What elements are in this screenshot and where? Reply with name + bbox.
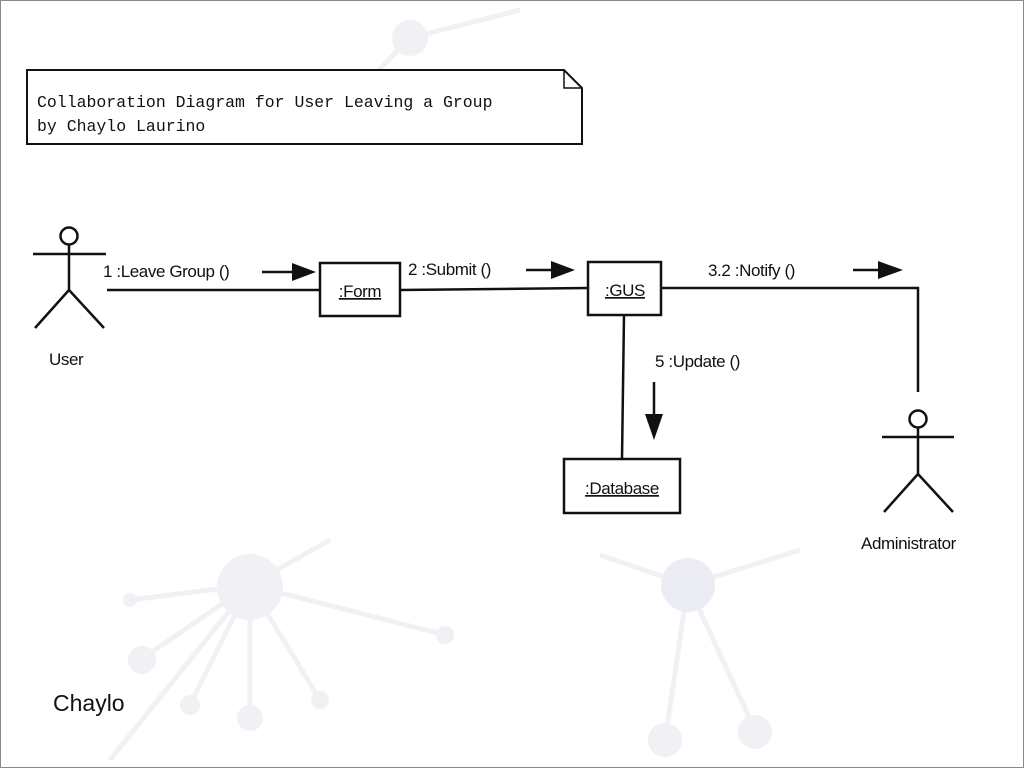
object-form: :Form (318, 261, 402, 318)
message-leave-group: 1 :Leave Group () (103, 262, 316, 281)
link-form-gus (399, 286, 589, 292)
object-database: :Database (562, 457, 682, 515)
message-update: 5 :Update () (645, 352, 740, 440)
object-database-label: :Database (585, 479, 659, 498)
message-submit: 2 :Submit () (408, 260, 575, 279)
actor-administrator (882, 409, 954, 513)
object-gus-box (586, 260, 663, 317)
actor-user-left-leg (34, 289, 70, 329)
footer-author-name: Chaylo (53, 690, 125, 716)
link-gus-database (620, 314, 626, 460)
actor-user-label: User (49, 350, 84, 369)
actor-admin-left-leg (883, 473, 919, 513)
note-fold-corner (563, 70, 582, 89)
note-title-line: Collaboration Diagram for User Leaving a… (37, 93, 492, 112)
actor-admin-right-leg (917, 473, 954, 513)
message-leave-group-label: 1 :Leave Group () (103, 262, 229, 281)
message-update-label: 5 :Update () (655, 352, 740, 371)
object-database-box (562, 457, 682, 515)
actor-user (33, 226, 106, 329)
message-leave-group-arrowhead (292, 263, 316, 281)
message-update-arrowhead (645, 414, 663, 440)
object-form-label: :Form (339, 282, 382, 301)
object-form-box (318, 261, 402, 318)
actor-administrator-label: Administrator (861, 534, 957, 553)
diagram-note: Collaboration Diagram for User Leaving a… (26, 69, 583, 145)
actor-user-right-leg (68, 289, 105, 329)
message-notify: 3.2 :Notify () (708, 261, 903, 280)
message-submit-label: 2 :Submit () (408, 260, 491, 279)
message-submit-arrowhead (551, 261, 575, 279)
object-gus: :GUS (586, 260, 663, 317)
message-notify-label: 3.2 :Notify () (708, 261, 795, 280)
link-gus-administrator (661, 286, 920, 392)
note-author-line: by Chaylo Laurino (37, 117, 205, 136)
note-box (26, 69, 583, 145)
message-notify-arrowhead (878, 261, 903, 279)
actor-admin-head (908, 409, 928, 429)
object-gus-label: :GUS (605, 281, 645, 300)
actor-user-head (59, 226, 79, 246)
